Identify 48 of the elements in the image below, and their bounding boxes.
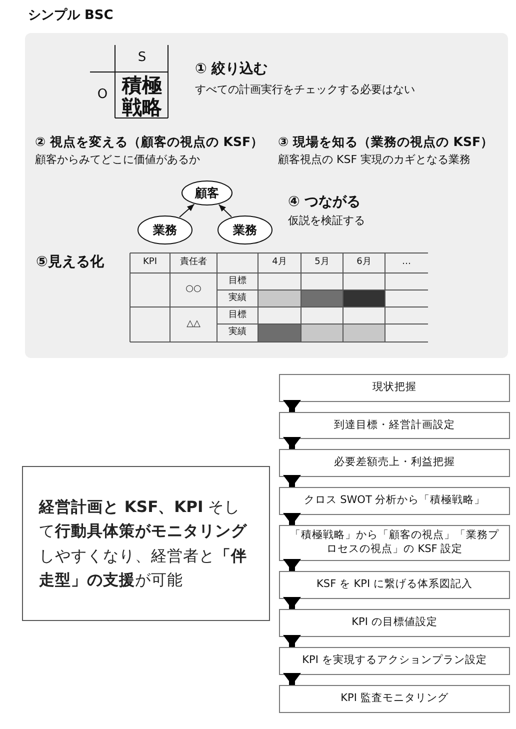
arrow <box>283 673 301 685</box>
section-heading: ③ 現場を知る（業務の視点の KSF） <box>278 135 494 149</box>
arrow <box>283 437 301 449</box>
process-box: KPI 監査モニタリング <box>279 685 510 713</box>
arrow <box>283 513 301 525</box>
section-heading: ⑤見える化 <box>36 255 104 271</box>
arrow <box>283 597 301 609</box>
table-text: 実績 <box>228 328 246 338</box>
section-text: 顧客視点の KSF 実現のカギとなる業務 <box>278 154 471 166</box>
table-header: … <box>402 258 411 268</box>
arrow <box>283 400 301 412</box>
arrow <box>283 635 301 647</box>
process-box: 到達目標・経営計画設定 <box>279 412 510 439</box>
section-heading: ④ つながる <box>288 195 361 211</box>
note-box: 経営計画と KSF、KPI そして行動具体策がモニタリングしやすくなり、経営者と「伴走型」の支援が可能 <box>22 466 270 621</box>
process-box: 必要差額売上・利益把握 <box>279 449 510 477</box>
ellipse-node: 顧客 <box>181 180 233 206</box>
process-box: KPI を実現するアクションプラン設定 <box>279 647 510 675</box>
section-heading: ② 視点を変える（顧客の視点の KSF） <box>35 135 264 149</box>
title: シンプル BSC <box>28 6 114 25</box>
arrow <box>218 204 232 218</box>
table-text: △△ <box>186 320 200 330</box>
quadrant-heading: 積極戦略 <box>120 74 163 118</box>
table-text: 実績 <box>228 294 246 304</box>
table-text: 目標 <box>228 276 246 286</box>
section-text: すべての計画実行をチェックする必要はない <box>195 84 415 96</box>
quadrant-letter: S <box>138 50 146 66</box>
table-header: 責任者 <box>180 258 207 268</box>
process-box: クロス SWOT 分析から「積極戦略」 <box>279 487 510 515</box>
table-text: 目標 <box>228 310 246 320</box>
process-box: 「積極戦略」から「顧客の視点」「業務プロセスの視点」の KSF 設定 <box>279 525 510 561</box>
table-header: 5月 <box>314 258 330 268</box>
arrow <box>179 204 195 218</box>
table-text: ○○ <box>186 285 202 295</box>
section-text: 仮説を検証する <box>288 214 365 228</box>
section-text: 顧客からみてどこに価値があるか <box>35 154 200 166</box>
section-heading: ① 絞り込む <box>195 62 268 78</box>
arrow <box>283 559 301 571</box>
process-box: 現状把握 <box>279 374 510 402</box>
table-header: 4月 <box>272 258 287 268</box>
table-header: KPI <box>143 258 157 268</box>
arrow <box>283 475 301 487</box>
process-box: KPI の目標値設定 <box>279 609 510 637</box>
table-header: 6月 <box>356 258 372 268</box>
quadrant-letter: O <box>97 88 108 102</box>
process-box: KSF を KPI に繋げる体系図記入 <box>279 571 510 599</box>
ellipse-node: 業務 <box>137 215 193 245</box>
ellipse-node: 業務 <box>217 215 273 245</box>
